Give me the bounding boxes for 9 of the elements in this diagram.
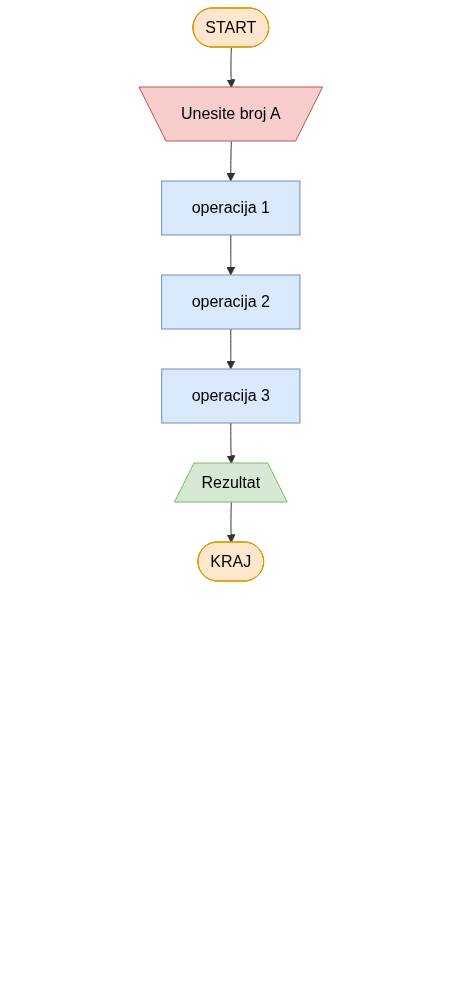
arrow — [226, 47, 236, 88]
node-box: operacija 3 — [161, 368, 301, 424]
node-box: operacija 2 — [161, 274, 301, 330]
arrow — [226, 422, 236, 464]
arrow — [226, 234, 236, 276]
arrow — [226, 502, 236, 543]
node-box: operacija 1 — [161, 180, 301, 236]
arrow — [226, 141, 236, 182]
arrow — [226, 328, 236, 370]
